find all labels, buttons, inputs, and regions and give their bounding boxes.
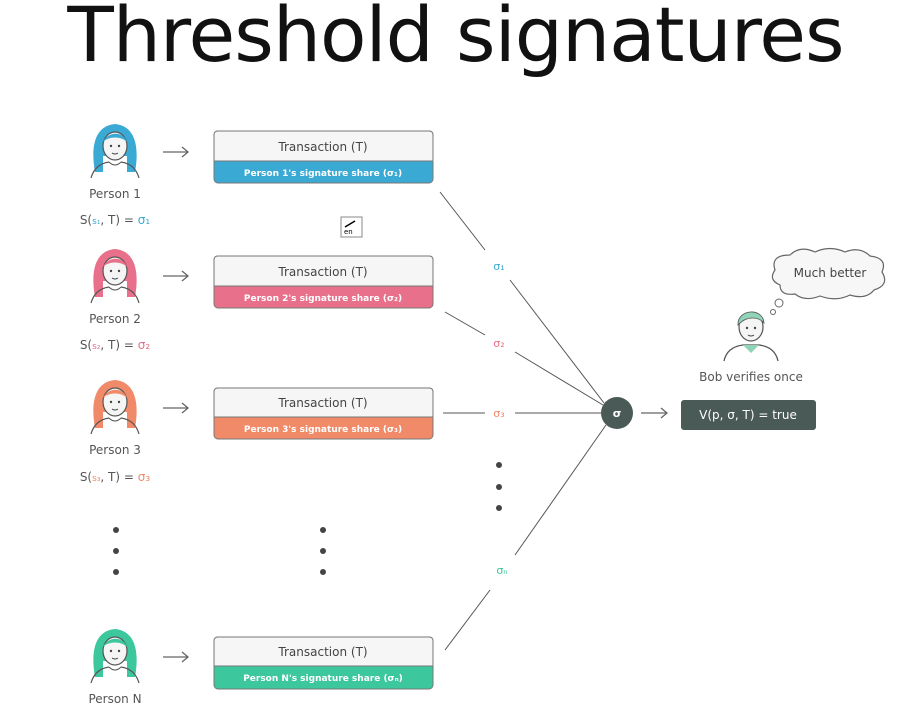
aggregate-label: σ [613,407,622,420]
bob-label: Bob verifies once [699,370,803,384]
arrow-icons [163,146,190,663]
svg-text:Person 2's signature share (σ₂: Person 2's signature share (σ₂) [244,294,402,304]
svg-text:Person 1's signature share (σ₁: Person 1's signature share (σ₁) [244,169,402,179]
person-n-label: Person N [88,692,141,706]
aggregate-node [601,397,633,429]
person-3-formula: S(s₃, T) = σ₃ [80,470,151,484]
ellipsis-dots [113,462,502,575]
svg-text:Person 3's signature share (σ₃: Person 3's signature share (σ₃) [244,425,402,435]
person-n-avatar [90,628,140,684]
person-1-label: Person 1 [89,187,141,201]
transaction-box-2: Transaction (T) Person 2's signature sha… [213,255,434,309]
edges [439,191,607,651]
input-method-icon: en [340,216,363,238]
edge-label-n: σₙ [496,564,507,577]
person-2-formula: S(s₂, T) = σ₂ [80,338,151,352]
person-1-avatar [90,123,140,179]
arrow-icon [641,407,669,419]
svg-text:Transaction (T): Transaction (T) [277,140,367,154]
person-3-avatar [90,379,140,435]
svg-text:Transaction (T): Transaction (T) [277,265,367,279]
transaction-box-1: Transaction (T) Person 1's signature sha… [213,130,434,184]
edge-label-2: σ₂ [493,337,504,350]
svg-text:en: en [344,228,353,236]
bob-avatar [723,311,779,362]
page-title: Threshold signatures [67,0,844,79]
transaction-box-3: Transaction (T) Person 3's signature sha… [213,387,434,440]
edge-label-3: σ₃ [493,407,504,420]
svg-text:Transaction (T): Transaction (T) [277,396,367,410]
transaction-box-n: Transaction (T) Person N's signature sha… [213,636,434,690]
person-3-label: Person 3 [89,443,141,457]
svg-text:Person N's signature share (σₙ: Person N's signature share (σₙ) [243,674,403,684]
person-2-label: Person 2 [89,312,141,326]
svg-text:V(p, σ, T) = true: V(p, σ, T) = true [699,408,797,422]
edge-label-1: σ₁ [493,260,504,273]
verify-box: V(p, σ, T) = true [681,400,816,430]
thought-bubble: Much better [770,247,886,315]
svg-text:Much better: Much better [794,266,867,280]
person-1-formula: S(s₁, T) = σ₁ [80,213,151,227]
person-2-avatar [90,248,140,304]
svg-text:Transaction (T): Transaction (T) [277,645,367,659]
